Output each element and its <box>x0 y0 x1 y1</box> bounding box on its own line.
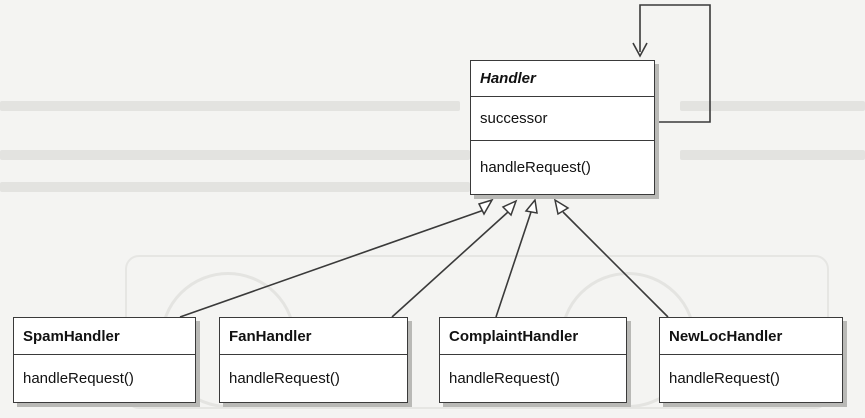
newloc-handler-class-box[interactable]: NewLocHandler handleRequest() <box>659 317 843 403</box>
background-text-line <box>680 101 865 111</box>
inheritance-line-complaint <box>495 211 532 318</box>
newloc-handler-class-name: NewLocHandler <box>660 318 842 355</box>
handler-attribute: successor <box>471 97 654 141</box>
generalization-arrowhead <box>553 198 570 216</box>
background-text-line <box>680 150 865 160</box>
fan-handler-class-box[interactable]: FanHandler handleRequest() <box>219 317 408 403</box>
self-association-arrowhead <box>632 42 648 58</box>
spam-handler-class-box[interactable]: SpamHandler handleRequest() <box>13 317 196 403</box>
generalization-arrowhead <box>524 198 538 214</box>
inheritance-line-newloc <box>562 211 669 318</box>
handler-class-box[interactable]: Handler successor handleRequest() <box>470 60 655 195</box>
generalization-arrowhead <box>477 198 494 216</box>
handler-method: handleRequest() <box>480 158 591 176</box>
fan-handler-method: handleRequest() <box>229 369 340 387</box>
complaint-handler-method: handleRequest() <box>449 369 560 387</box>
background-text-line <box>0 101 460 111</box>
spam-handler-class-name: SpamHandler <box>14 318 195 355</box>
generalization-arrowhead <box>501 199 518 217</box>
handler-class-name: Handler <box>471 61 654 97</box>
newloc-handler-method: handleRequest() <box>669 369 780 387</box>
self-association-line <box>639 4 711 123</box>
complaint-handler-class-box[interactable]: ComplaintHandler handleRequest() <box>439 317 627 403</box>
complaint-handler-class-name: ComplaintHandler <box>440 318 626 355</box>
inheritance-line-spam <box>179 209 485 318</box>
background-text-line <box>0 182 470 192</box>
spam-handler-method: handleRequest() <box>23 369 134 387</box>
inheritance-line-fan <box>391 211 509 318</box>
background-text-line <box>0 150 470 160</box>
fan-handler-class-name: FanHandler <box>220 318 407 355</box>
